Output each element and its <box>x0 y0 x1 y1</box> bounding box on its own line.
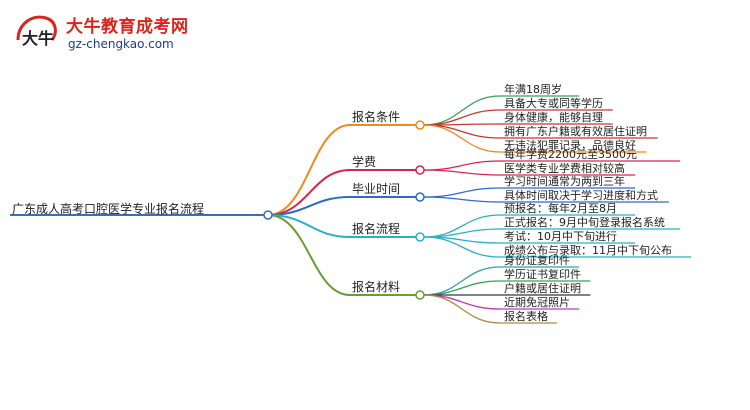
leaf-label: 身份证复印件 <box>504 253 570 267</box>
leaf-label: 户籍或居住证明 <box>504 281 581 295</box>
brand-name: 大牛教育成考网 <box>66 17 189 37</box>
leaf-edge <box>423 160 501 171</box>
brand-logo: 大牛 大牛教育成考网 gz-chengkao.com <box>12 10 222 58</box>
branch-label: 报名材料 <box>352 279 400 294</box>
leaf-edge <box>423 294 501 310</box>
leaf-edge <box>423 109 501 126</box>
branch-edge <box>267 169 351 216</box>
branch-edge <box>267 214 351 296</box>
leaf-edge <box>423 169 501 176</box>
leaf-label: 考试：10月中下旬进行 <box>504 230 617 243</box>
leaf-label: 正式报名：9月中旬登录报名系统 <box>504 215 665 229</box>
leaf-edge <box>423 236 501 258</box>
branch-edge <box>267 124 351 216</box>
brand-url: gz-chengkao.com <box>68 37 174 51</box>
leaf-edge <box>423 187 501 198</box>
branch-label: 学费 <box>352 154 376 169</box>
branch-connector <box>415 232 425 242</box>
leaf-label: 身体健康，能够自理 <box>504 110 603 124</box>
leaf-edge <box>423 124 501 139</box>
leaf-label: 具备大专或同等学历 <box>504 96 603 110</box>
leaf-label: 年满18周岁 <box>504 82 562 96</box>
branch-label: 毕业时间 <box>352 182 400 196</box>
leaf-label: 近期免冠照片 <box>504 295 570 309</box>
leaf-label: 学历证书复印件 <box>504 267 581 281</box>
leaf-edge <box>423 124 501 153</box>
leaf-edge <box>423 294 501 324</box>
root-connector <box>263 210 273 220</box>
leaf-edge <box>423 280 501 296</box>
brand-mark-text: 大牛 <box>22 29 54 48</box>
branch-edge <box>267 214 351 238</box>
branch-connector <box>415 290 425 300</box>
branch-label: 报名流程 <box>352 221 400 236</box>
leaf-label: 医学类专业学费相对较高 <box>504 161 625 175</box>
branch-connector <box>415 192 425 202</box>
leaf-edge <box>423 196 501 203</box>
leaf-label: 无违法犯罪记录，品德良好 <box>504 138 636 152</box>
leaf-edge <box>423 214 501 238</box>
leaf-label: 成绩公布与录取：11月中下旬公布 <box>504 244 672 257</box>
leaf-label: 具体时间取决于学习进度和方式 <box>504 188 658 202</box>
leaf-label: 拥有广东户籍或有效居住证明 <box>504 124 647 138</box>
branch-label: 报名条件 <box>352 109 400 124</box>
brand-mark-icon: 大牛 <box>16 15 57 48</box>
leaf-label: 学习时间通常为两到三年 <box>504 174 625 188</box>
branch-connector <box>415 165 425 175</box>
leaf-label: 预报名：每年2月至8月 <box>504 201 617 215</box>
leaf-label: 报名表格 <box>504 309 548 323</box>
root-label: 广东成人高考口腔医学专业报名流程 <box>12 201 204 216</box>
leaf-label: 每年学费2200元至3500元 <box>504 147 637 161</box>
branch-edge <box>267 196 351 216</box>
branch-connector <box>415 120 425 130</box>
